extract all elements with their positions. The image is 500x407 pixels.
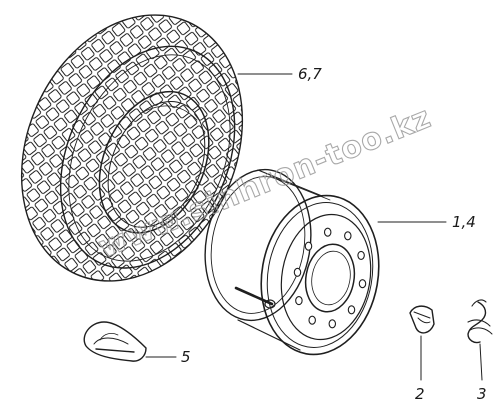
- bolt-hole: [308, 315, 316, 325]
- clamp: [467, 299, 493, 344]
- label-wheel-rim: 1,4: [452, 213, 476, 231]
- bolt-hole: [295, 296, 303, 306]
- tire: [20, 14, 244, 282]
- label-valve-cap: 5: [181, 348, 191, 366]
- leader-lines: [145, 73, 483, 381]
- bolt-holes: [293, 227, 367, 329]
- leader-clamp: [479, 343, 483, 381]
- valve-cap: [83, 321, 147, 362]
- bolt-hole: [344, 231, 352, 241]
- bolt-hole: [293, 267, 302, 277]
- bolt-hole: [328, 319, 337, 329]
- bolt-hole: [323, 227, 332, 237]
- label-clip: 2: [415, 385, 425, 403]
- clip: [409, 305, 435, 334]
- label-tire: 6,7: [298, 65, 322, 83]
- bolt-hole: [347, 305, 356, 315]
- bolt-hole: [304, 241, 313, 251]
- bolt-hole: [358, 279, 367, 289]
- bolt-hole: [357, 250, 365, 260]
- label-clamp: 3: [477, 385, 487, 403]
- wheel-rim: [204, 168, 380, 356]
